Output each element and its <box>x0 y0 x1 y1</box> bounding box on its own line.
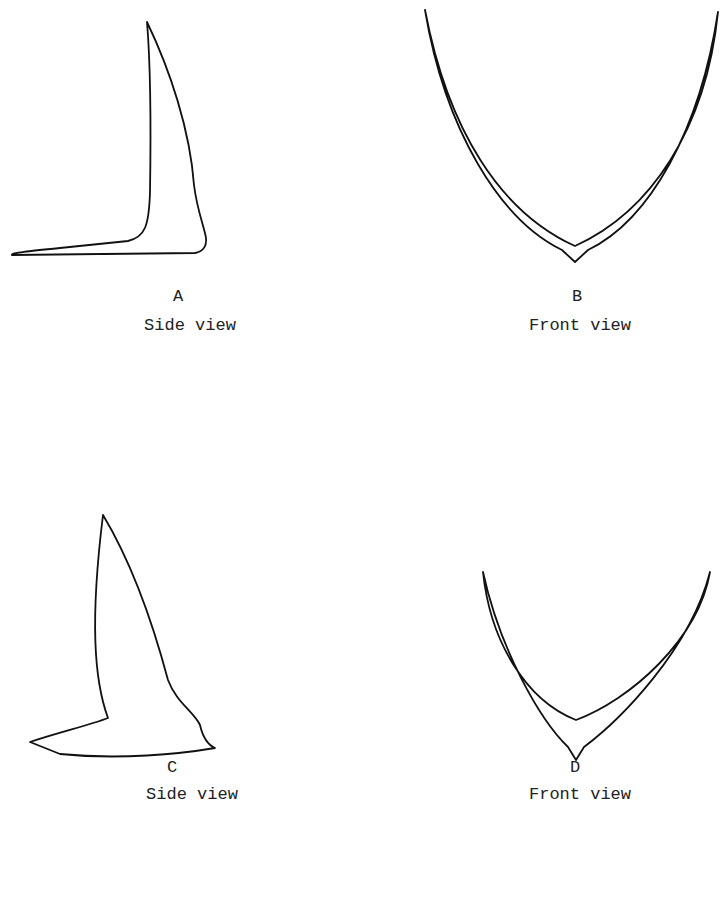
view-caption: Front view <box>529 785 631 805</box>
spine-front-view-d <box>483 572 710 760</box>
view-caption: Front view <box>529 316 631 336</box>
view-caption: Side view <box>144 316 236 336</box>
figure-letter: D <box>570 758 580 778</box>
spine-front-view-b <box>425 10 718 262</box>
spine-side-view-c <box>30 515 215 756</box>
figure-letter: B <box>572 287 582 307</box>
view-caption: Side view <box>146 785 238 805</box>
spine-side-view-a <box>12 22 206 255</box>
figure-letter: C <box>167 758 177 778</box>
figure-letter: A <box>173 287 183 307</box>
